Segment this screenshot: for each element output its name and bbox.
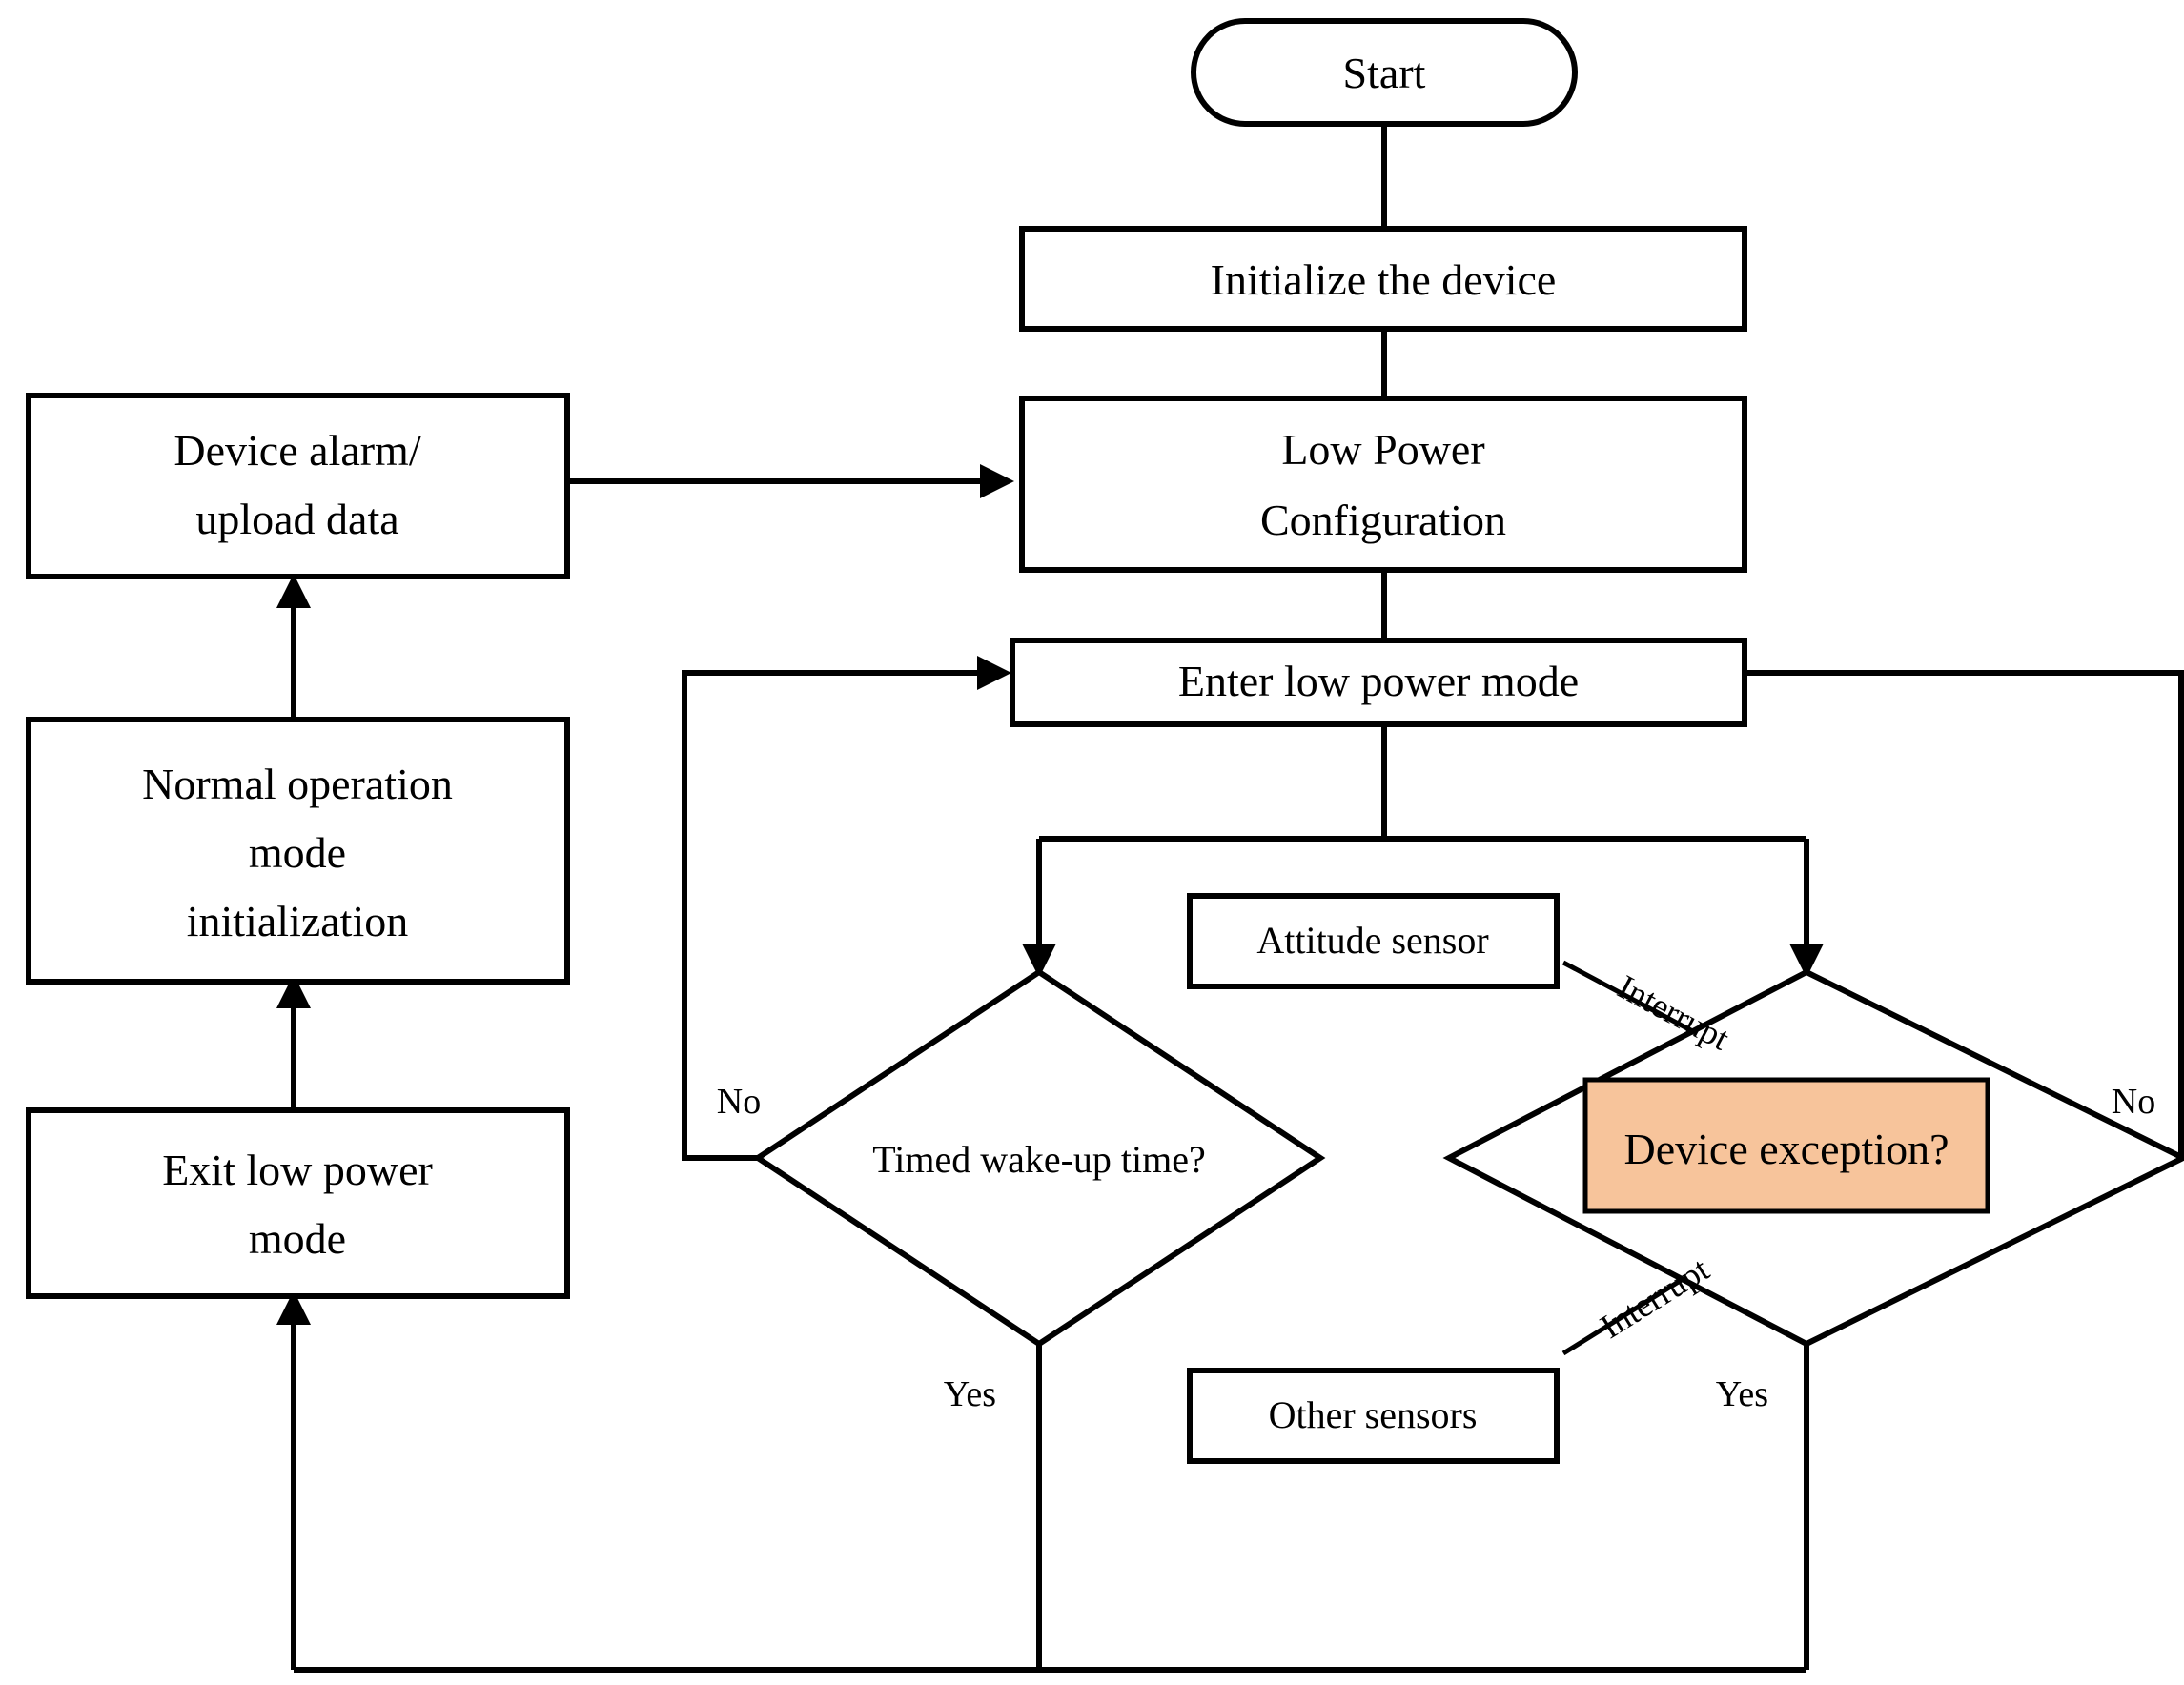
node-normal-operation-label-line1: Normal operation <box>142 760 453 808</box>
edge-timed-no-to-enter <box>682 656 1011 1161</box>
node-device-exception-highlight[interactable] <box>1582 1077 1990 1214</box>
node-low-power-config-label-line1: Low Power <box>1281 425 1484 474</box>
node-exit-low-power[interactable] <box>26 1107 570 1299</box>
node-timed-wakeup[interactable] <box>752 968 1326 1348</box>
node-exit-low-power-label-line1: Exit low power <box>162 1146 433 1194</box>
edge-label-exception-yes: Yes <box>1716 1374 1768 1414</box>
node-other-sensors[interactable] <box>1187 1368 1560 1464</box>
node-device-alarm[interactable] <box>26 393 570 579</box>
edge-label-timed-no: No <box>717 1082 761 1122</box>
node-device-alarm-label-line2: upload data <box>195 495 398 543</box>
node-device-alarm-label-line1: Device alarm/ <box>173 426 420 475</box>
node-normal-operation[interactable] <box>26 717 570 985</box>
edge-exception-no-to-enter <box>1746 670 2184 1158</box>
node-timed-wakeup-label: Timed wake-up time? <box>872 1138 1206 1181</box>
node-enter-low-power-label: Enter low power mode <box>1178 657 1579 705</box>
node-start-label: Start <box>1343 49 1426 97</box>
node-enter-low-power[interactable] <box>1010 638 1747 727</box>
node-start[interactable] <box>1191 18 1578 127</box>
node-exit-low-power-label-line2: mode <box>249 1214 346 1263</box>
node-initialize[interactable] <box>1019 226 1747 332</box>
node-normal-operation-label-line3: initialization <box>187 897 409 945</box>
edge-label-exception-no: No <box>2112 1082 2155 1122</box>
node-low-power-config-label-line2: Configuration <box>1260 496 1506 544</box>
node-other-sensors-label: Other sensors <box>1269 1393 1478 1436</box>
node-initialize-label: Initialize the device <box>1211 255 1557 304</box>
node-attitude-sensor-label: Attitude sensor <box>1256 919 1488 962</box>
node-device-exception-label: Device exception? <box>1624 1125 1949 1173</box>
node-attitude-sensor[interactable] <box>1187 893 1560 989</box>
node-low-power-config[interactable] <box>1019 396 1747 573</box>
edge-label-timed-yes: Yes <box>944 1374 996 1414</box>
node-normal-operation-label-line2: mode <box>249 828 346 877</box>
